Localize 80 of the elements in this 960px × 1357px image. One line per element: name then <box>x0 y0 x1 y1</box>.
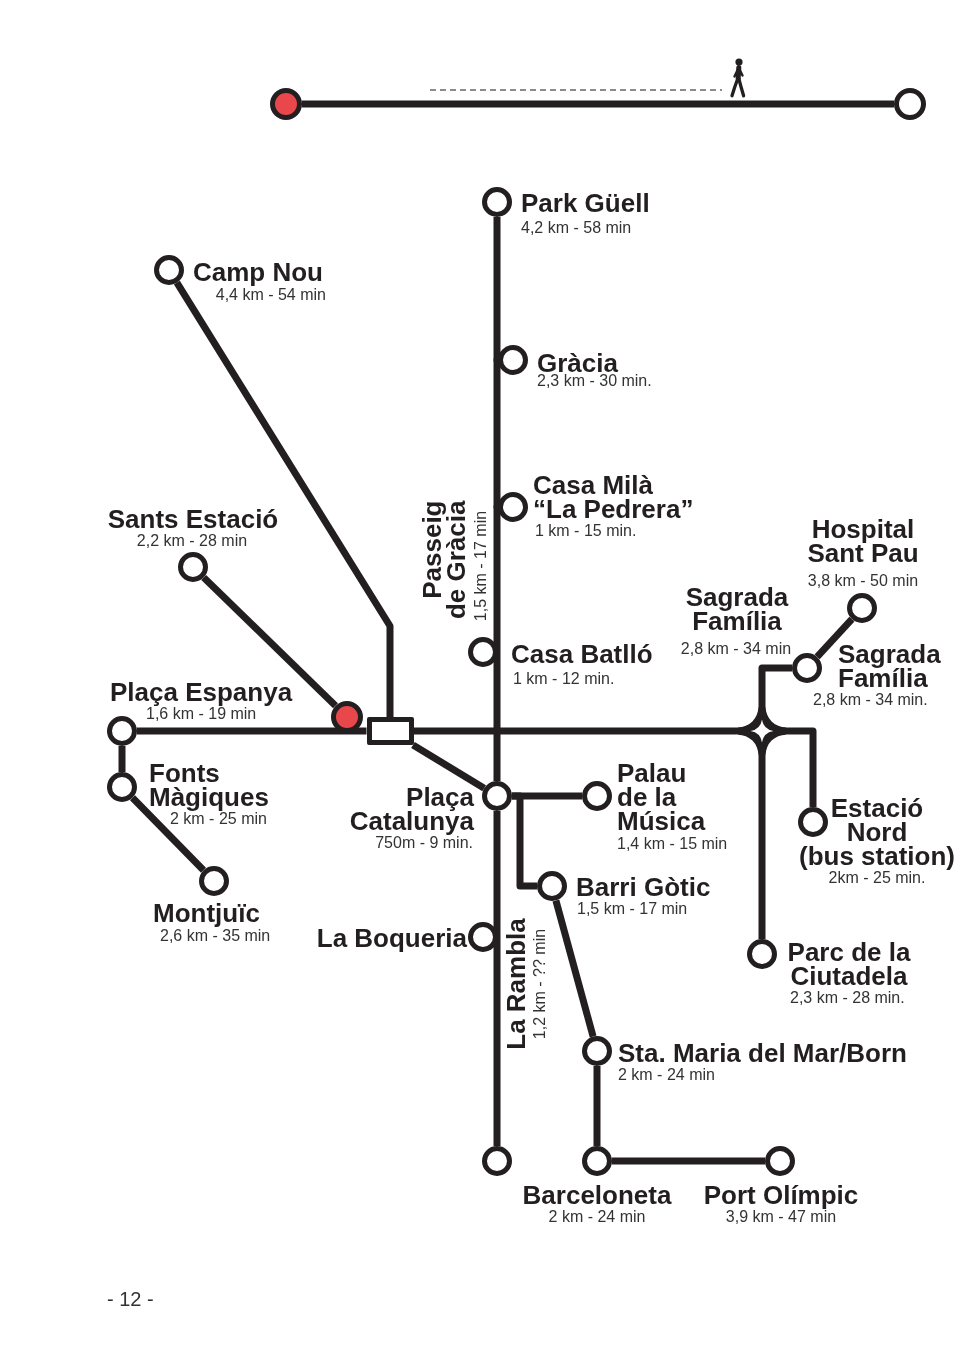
roundabout-junction <box>738 707 786 755</box>
walk-distance: 3,9 km - 47 min <box>725 1208 837 1226</box>
station-name: Sagrada Família <box>684 585 790 633</box>
station-name: Hospital Sant Pau <box>806 517 920 565</box>
route-line <box>118 746 126 772</box>
location-marker <box>270 88 302 120</box>
station-circle <box>482 187 512 217</box>
station-circle <box>199 866 229 896</box>
route-line <box>814 616 855 660</box>
station-circle <box>798 807 828 837</box>
route-line <box>593 1066 601 1146</box>
station-circle <box>537 871 567 901</box>
route-line <box>758 664 792 707</box>
route-line <box>411 742 486 792</box>
station-name: Camp Nou <box>193 260 323 284</box>
station-name: Barri Gòtic <box>576 875 711 899</box>
station-name: Casa Milà “La Pedrera” <box>533 473 695 521</box>
station-name: La Boqueria <box>316 926 467 950</box>
walk-distance: 1 km - 15 min. <box>535 522 637 540</box>
station-circle <box>178 552 208 582</box>
station-name: Palau de la Música <box>617 761 707 833</box>
walk-distance: 1,6 km - 19 min <box>146 705 257 723</box>
street-name: La Rambla <box>504 918 528 1050</box>
route-line <box>302 100 894 108</box>
station-circle <box>747 939 777 969</box>
walk-distance: 2,2 km - 28 min <box>136 532 248 550</box>
walk-distance: 2km - 25 min. <box>828 869 926 887</box>
station-name: Gràcia <box>537 351 618 375</box>
route-line <box>512 792 537 890</box>
station-name: Parc de la Ciutadela <box>786 940 912 988</box>
walk-distance: 2,8 km - 34 min. <box>813 691 928 709</box>
station-circle <box>154 255 184 285</box>
route-line <box>201 575 338 709</box>
station-circle <box>482 1146 512 1176</box>
station-name: Fonts Màgiques <box>149 761 270 809</box>
interchange-marker <box>366 717 414 745</box>
station-circle <box>792 653 822 683</box>
route-line <box>413 727 738 735</box>
walk-distance: 2,8 km - 34 min <box>680 640 792 658</box>
station-name: Park Güell <box>521 191 650 215</box>
walk-distance: 2 km - 24 min <box>618 1066 715 1084</box>
station-circle <box>482 781 512 811</box>
station-circle <box>498 345 528 375</box>
walk-distance: 4,4 km - 54 min <box>215 286 326 304</box>
station-circle <box>582 781 612 811</box>
walk-distance: 1,4 km - 15 min <box>617 835 728 853</box>
street-name: Passeig de Gràcia <box>420 500 468 621</box>
route-line <box>612 1157 765 1165</box>
walk-distance: 1,2 km - ?? min <box>532 928 548 1040</box>
walk-distance: 2,3 km - 28 min. <box>790 989 905 1007</box>
station-circle <box>847 593 877 623</box>
route-line <box>173 280 394 717</box>
station-circle <box>765 1146 795 1176</box>
station-name: Sagrada Família <box>838 642 942 690</box>
walk-distance: 1 km - 12 min. <box>513 670 615 688</box>
station-name: Montjuïc <box>153 901 260 925</box>
walk-distance: 2 km - 24 min <box>548 1208 646 1226</box>
station-circle <box>498 492 528 522</box>
station-name: Sta. Maria del Mar/Born <box>618 1041 907 1065</box>
station-circle <box>107 772 137 802</box>
station-circle <box>107 716 137 746</box>
page-number: - 12 - <box>107 1288 154 1310</box>
station-name: Sants Estació <box>107 507 279 531</box>
walk-distance: 1,5 km - 17 min <box>577 900 688 918</box>
walk-distance: 2,3 km - 30 min. <box>537 372 652 390</box>
route-line <box>758 755 766 939</box>
station-circle <box>582 1146 612 1176</box>
walk-distance: 2 km - 25 min <box>170 810 267 828</box>
walk-distance: 3,8 km - 50 min <box>807 572 919 590</box>
walk-distance: 1,5 km - 17 min <box>473 510 489 622</box>
route-line <box>552 899 597 1038</box>
walk-distance: 4,2 km - 58 min <box>521 219 632 237</box>
station-circle <box>894 88 926 120</box>
route-line <box>786 727 817 807</box>
station-name: Barceloneta <box>522 1183 672 1207</box>
walk-distance: 2,6 km - 35 min <box>160 927 271 945</box>
route-line <box>130 795 206 873</box>
station-name: Casa Batlló <box>511 642 653 666</box>
walk-distance: 750m - 9 min. <box>375 834 473 852</box>
station-circle <box>582 1036 612 1066</box>
